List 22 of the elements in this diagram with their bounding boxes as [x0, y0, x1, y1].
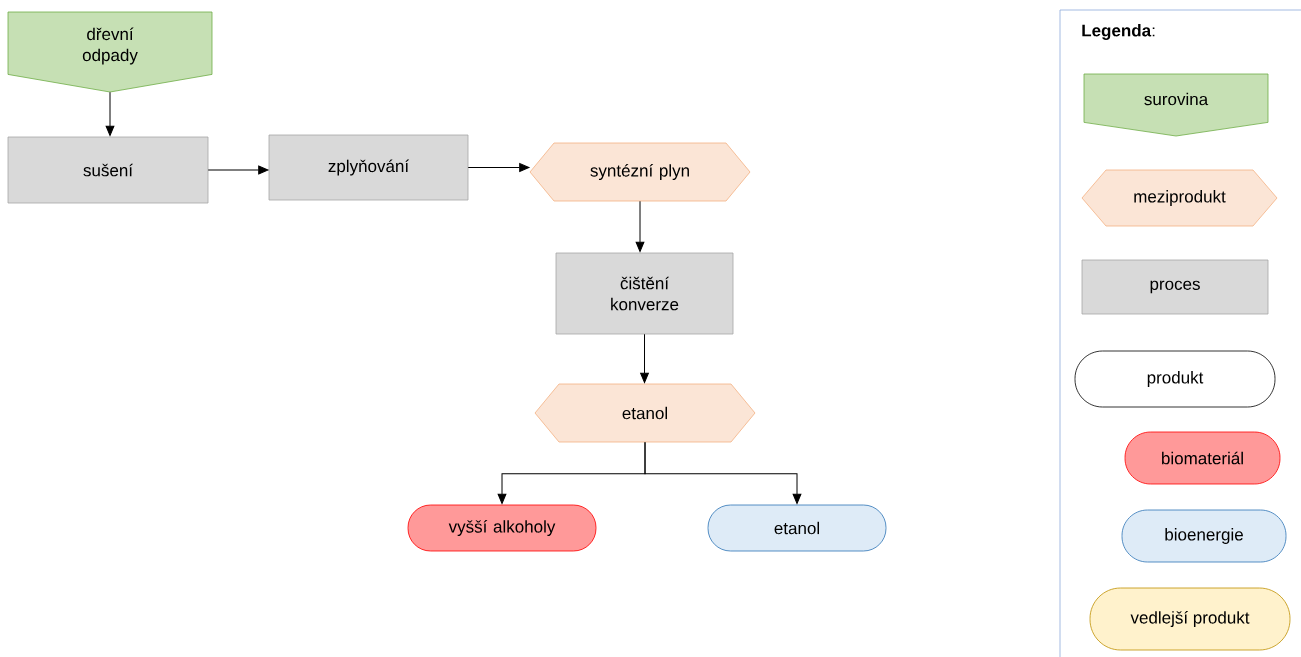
legend-title: Legenda:: [1082, 24, 1155, 40]
legend-label: vedlejší produkt: [1130, 611, 1250, 628]
arrow: [640, 333, 649, 383]
product-pill: etanol: [707, 504, 887, 552]
product-pill: vyšší alkoholy: [407, 504, 597, 552]
legend-label: produkt: [1147, 371, 1204, 387]
legend-label: biomateriál: [1162, 451, 1243, 465]
process-box: sušení: [7, 136, 209, 204]
legend-label: surovina: [1144, 92, 1209, 106]
process-box: čištění konverze: [555, 252, 734, 335]
source-banner: dřevní odpady: [7, 11, 213, 93]
legend-label: meziprodukt: [1134, 190, 1226, 206]
legend-label: bioenergie: [1165, 528, 1243, 544]
intermediate-hexagon: etanol: [534, 383, 756, 443]
intermediate-hexagon: syntézní plyn: [529, 142, 751, 202]
legend-label: proces: [1150, 280, 1200, 294]
arrow: [105, 91, 115, 136]
process-box: zplyňování: [268, 134, 469, 201]
arrow: [207, 165, 269, 175]
arrow: [467, 163, 530, 172]
arrow: [635, 200, 645, 252]
arrow: [644, 441, 802, 504]
